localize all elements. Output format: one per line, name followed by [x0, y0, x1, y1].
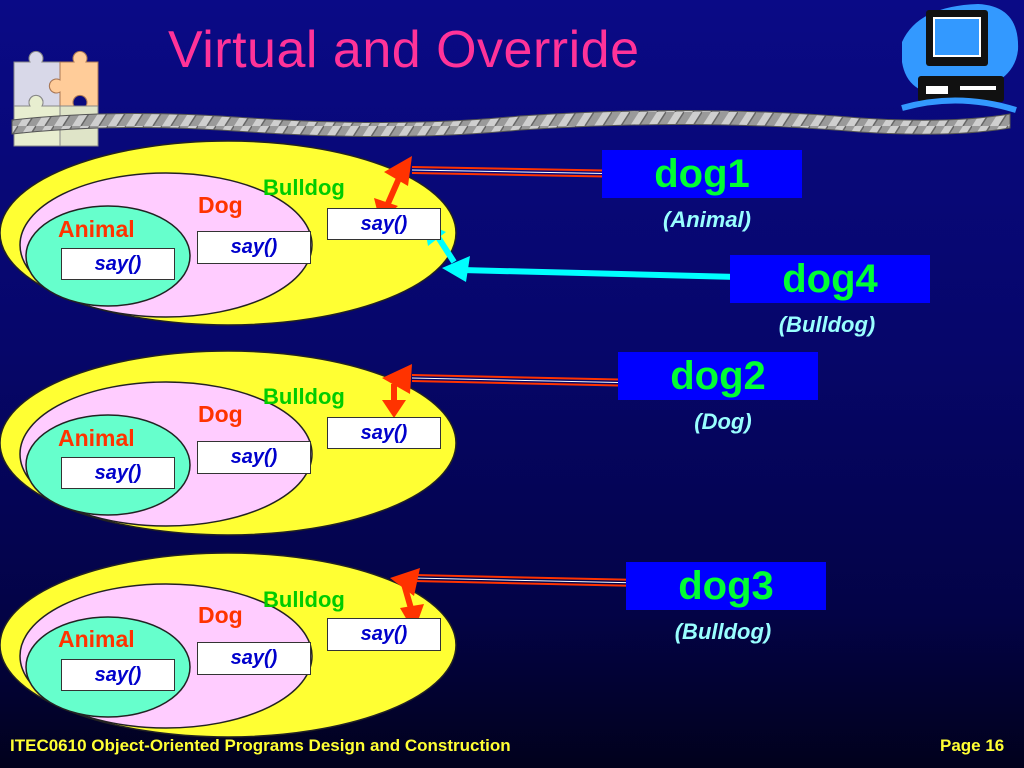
- animal-label: Animal: [58, 626, 135, 652]
- footer-page: Page 16: [940, 736, 1005, 755]
- animal-method-box: say(): [61, 457, 175, 489]
- animal-label: Animal: [58, 425, 135, 451]
- dog-label: Dog: [198, 401, 243, 427]
- dog-method-box: say(): [197, 231, 311, 264]
- var-dog4-type: (Bulldog): [778, 312, 876, 337]
- bulldog-method-box: say(): [327, 417, 441, 449]
- slide-title: Virtual and Override: [168, 21, 640, 79]
- ref-line-dog3: [413, 574, 641, 587]
- bulldog-label: Bulldog: [263, 175, 345, 200]
- bulldog-label: Bulldog: [263, 384, 345, 409]
- animal-method-box: say(): [61, 659, 175, 691]
- var-dog2-box: dog2: [618, 352, 818, 400]
- dog-label: Dog: [198, 192, 243, 218]
- var-dog2-type: (Dog): [694, 409, 752, 434]
- bulldog-method-box: say(): [327, 208, 441, 240]
- dog-label: Dog: [198, 602, 243, 628]
- var-dog3-box: dog3: [626, 562, 826, 610]
- rope-divider: [11, 109, 1011, 138]
- animal-method-box: say(): [61, 248, 175, 280]
- dog-method-box: say(): [197, 441, 311, 474]
- var-dog4-box: dog4: [730, 255, 930, 303]
- red-arrow-2: [382, 364, 412, 418]
- bulldog-label: Bulldog: [263, 587, 345, 612]
- ref-line-dog1: [411, 166, 633, 178]
- footer-course: ITEC0610 Object-Oriented Programs Design…: [10, 736, 511, 755]
- ref-line-dog2: [411, 374, 641, 387]
- var-dog1-type: (Animal): [663, 207, 751, 232]
- animal-label: Animal: [58, 216, 135, 242]
- bulldog-method-box: say(): [327, 618, 441, 651]
- computer-icon: [901, 4, 1019, 113]
- dog-method-box: say(): [197, 642, 311, 675]
- var-dog3-type: (Bulldog): [674, 619, 772, 644]
- var-dog1-box: dog1: [602, 150, 802, 198]
